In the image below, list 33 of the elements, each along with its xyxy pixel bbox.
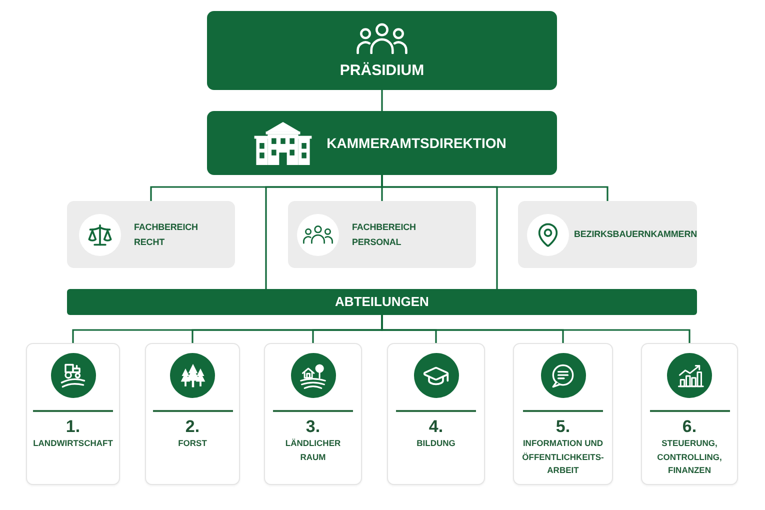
department-card	[264, 343, 362, 485]
department-card	[513, 343, 613, 485]
department-name: INFORMATION UND ÖFFENTLICHKEITS-ARBEIT	[521, 437, 605, 477]
connector-line	[381, 315, 690, 343]
org-label: KAMMERAMTSDIREKTION	[326, 134, 506, 152]
org-box	[207, 11, 557, 90]
department-card	[641, 343, 738, 485]
department-name: LÄNDLICHER RAUM	[284, 437, 342, 464]
connector-line	[381, 175, 498, 289]
staff-label: BEZIRKSBAUERNKAMMERN	[574, 228, 697, 241]
org-label: PRÄSIDIUM	[340, 62, 424, 80]
org-box	[207, 111, 557, 175]
department-name: LANDWIRTSCHAFT	[32, 437, 114, 450]
department-card	[145, 343, 240, 485]
department-number: 5.	[556, 416, 570, 437]
staff-label: FACHBEREICH RECHT	[134, 220, 199, 248]
department-number: 6.	[682, 416, 697, 437]
department-number: 1.	[66, 416, 80, 437]
connector-line	[381, 90, 383, 111]
department-bar	[67, 289, 697, 315]
department-name: FORST	[177, 437, 208, 450]
department-number: 4.	[428, 416, 444, 437]
staff-box	[67, 201, 235, 268]
department-name: BILDUNG	[416, 437, 456, 450]
department-number: 3.	[306, 416, 320, 437]
department-number: 2.	[185, 416, 200, 437]
bar-label: ABTEILUNGEN	[335, 294, 429, 310]
department-name: STEUERUNG, CONTROLLING, FINANZEN	[656, 437, 723, 477]
staff-label: FACHBEREICH PERSONAL	[352, 220, 417, 248]
department-card	[387, 343, 485, 485]
department-card	[26, 343, 120, 485]
staff-box	[518, 201, 697, 268]
staff-box	[288, 201, 476, 268]
